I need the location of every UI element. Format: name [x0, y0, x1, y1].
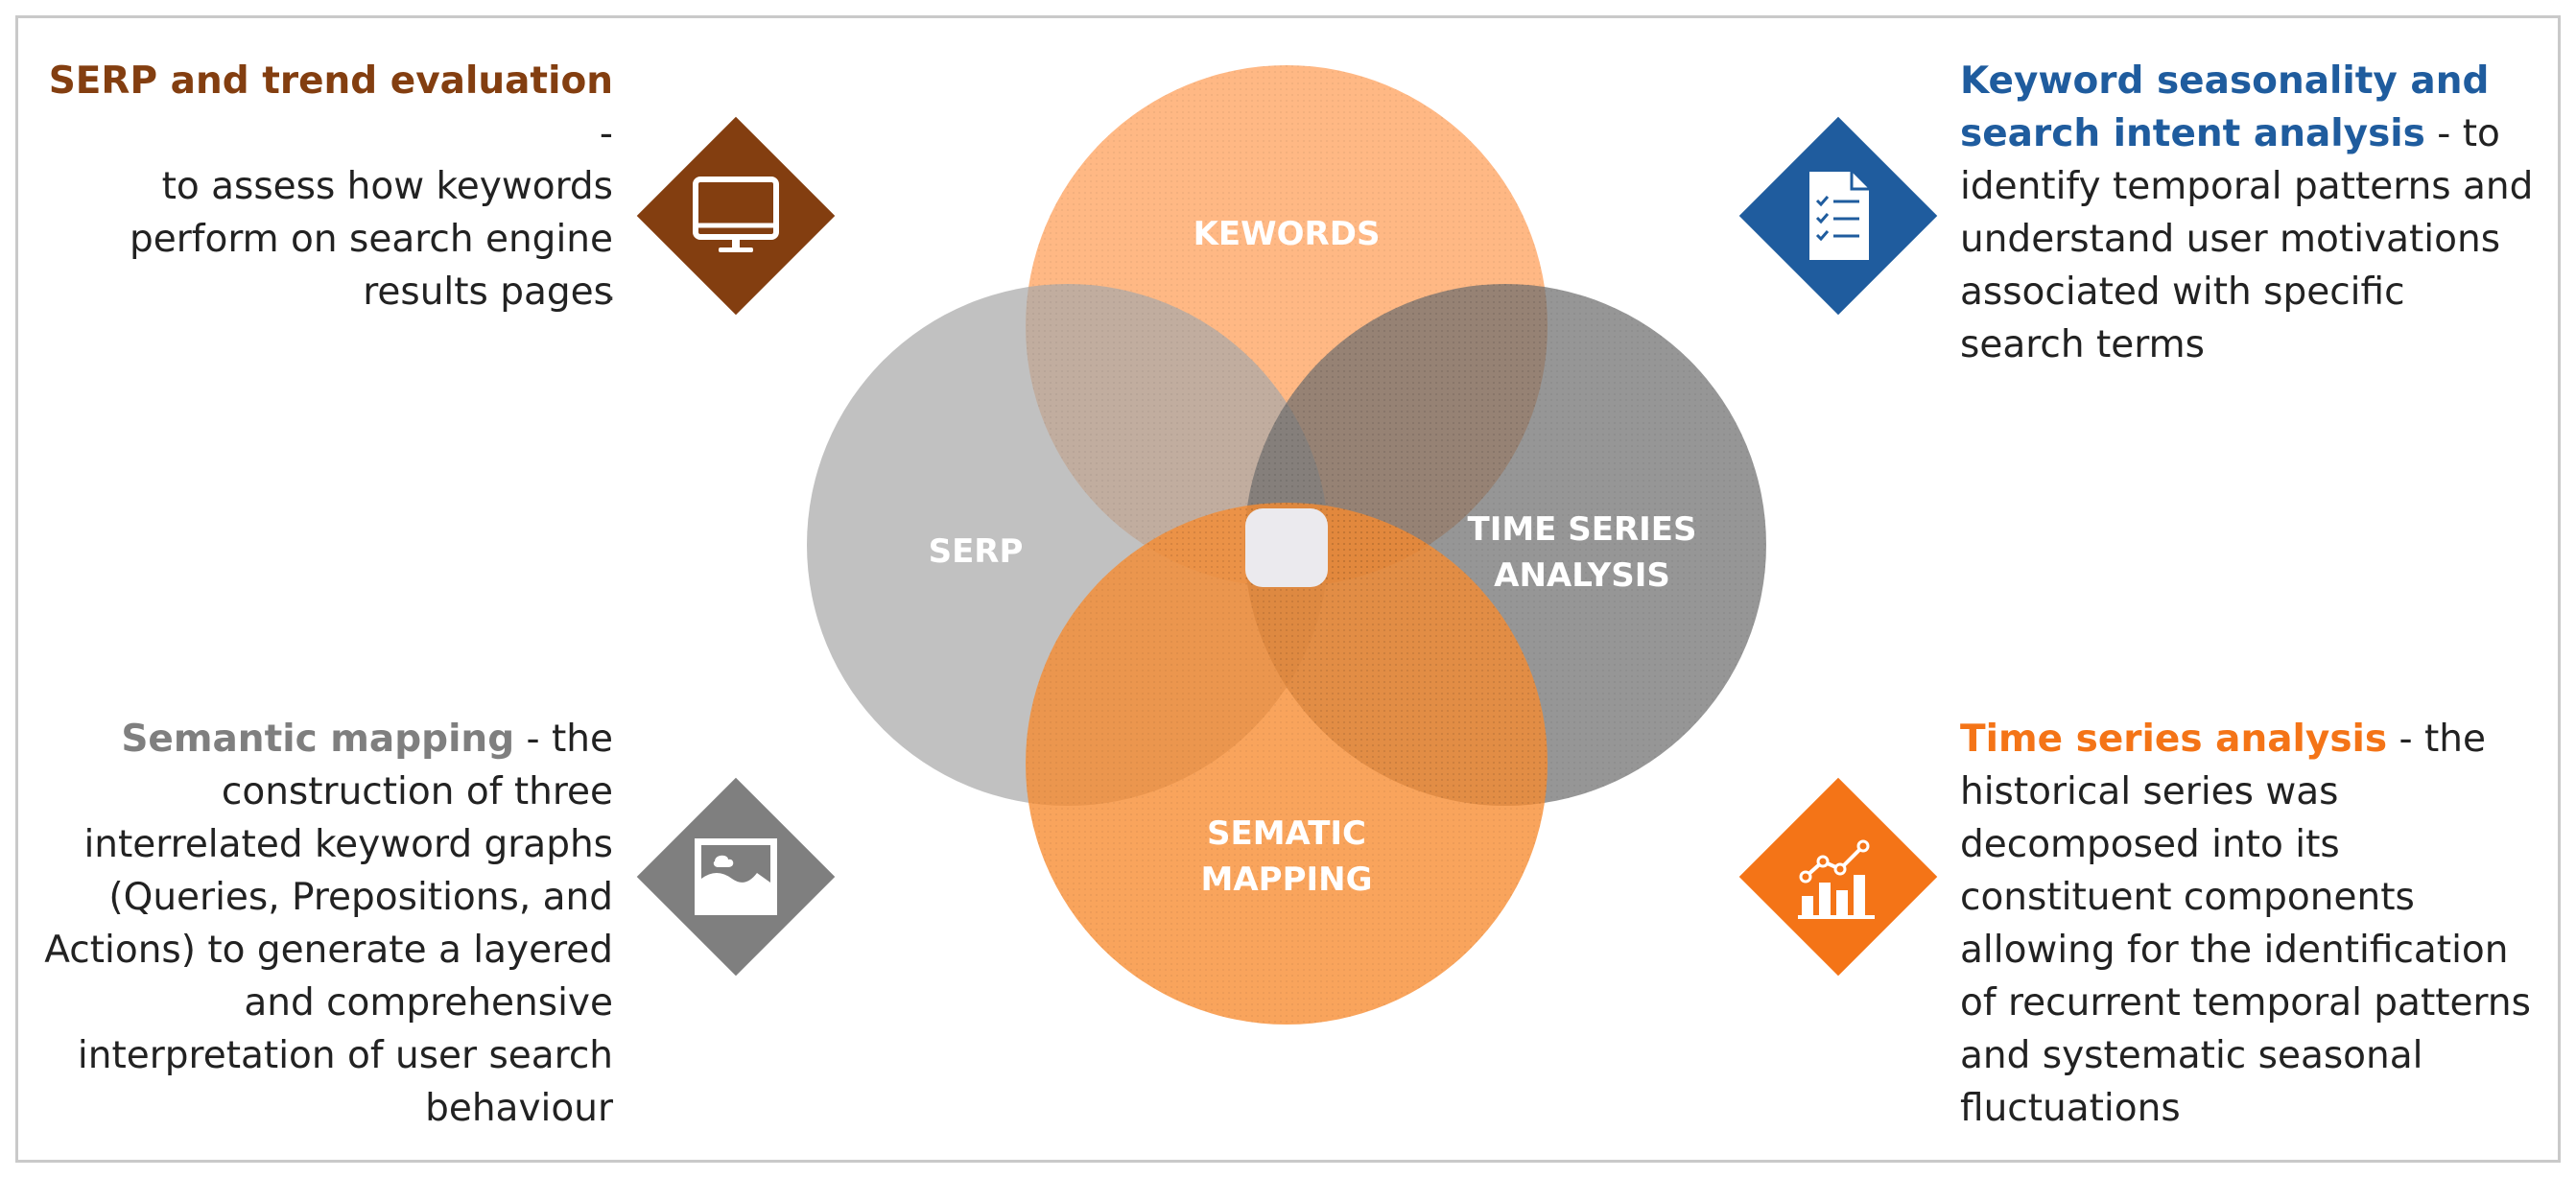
- keyword-line: search terms: [1960, 323, 2205, 366]
- semantic-heading: Semantic mapping: [121, 718, 515, 761]
- semantic-line: and comprehensive: [244, 981, 613, 1025]
- serp-line: to assess how keywords: [161, 165, 613, 208]
- image-icon: [695, 838, 777, 915]
- keyword-line: identify temporal patterns and: [1960, 165, 2534, 208]
- keyword-line: associated with specific: [1960, 271, 2405, 314]
- timeseries-line: of recurrent temporal patterns: [1960, 981, 2531, 1025]
- timeseries-line: constituent components: [1960, 876, 2415, 919]
- semantic-line: interpretation of user search: [77, 1034, 613, 1077]
- venn-label-keywords: KEWORDS: [1193, 215, 1381, 253]
- venn-label-semantic-1: SEMATIC: [1207, 814, 1366, 853]
- keyword-heading-2: search intent analysis: [1960, 112, 2425, 155]
- serp-line: perform on search engine: [129, 218, 613, 261]
- serp-dot: .: [606, 274, 616, 308]
- serp-dash: -: [599, 112, 613, 155]
- timeseries-line: and systematic seasonal: [1960, 1034, 2423, 1077]
- semantic-line: behaviour: [425, 1087, 613, 1130]
- semantic-line: interrelated keyword graphs: [83, 823, 613, 866]
- keyword-dash: - to: [2424, 112, 2500, 155]
- venn-label-timeseries-1: TIME SERIES: [1468, 510, 1697, 549]
- document-checklist-icon: [1809, 172, 1869, 260]
- venn-label-semantic-2: MAPPING: [1201, 860, 1373, 899]
- diagram-frame: [15, 15, 2561, 1163]
- semantic-line: Actions) to generate a layered: [44, 929, 613, 972]
- timeseries-line: historical series was: [1960, 770, 2339, 813]
- semantic-line: construction of three: [221, 770, 613, 813]
- serp-line: results pages: [363, 271, 613, 314]
- venn-label-timeseries-2: ANALYSIS: [1494, 556, 1670, 595]
- timeseries-line: fluctuations: [1960, 1087, 2181, 1130]
- semantic-line: (Queries, Prepositions, and: [108, 876, 613, 919]
- keyword-description: Keyword seasonality and search intent an…: [1960, 55, 2536, 371]
- chart-trend-icon: [1798, 839, 1875, 919]
- timeseries-line: decomposed into its: [1960, 823, 2340, 866]
- semantic-description: Semantic mapping - the construction of t…: [18, 713, 613, 1135]
- center-intersection: [1245, 508, 1328, 587]
- timeseries-dash: - the: [2387, 718, 2487, 761]
- venn-label-serp: SERP: [929, 532, 1024, 571]
- semantic-dash: - the: [514, 718, 613, 761]
- keyword-heading-1: Keyword seasonality and: [1960, 59, 2490, 103]
- keyword-line: understand user motivations: [1960, 218, 2501, 261]
- timeseries-heading: Time series analysis: [1960, 718, 2388, 761]
- monitor-icon: [693, 177, 779, 252]
- timeseries-description: Time series analysis - the historical se…: [1960, 713, 2555, 1135]
- serp-heading: SERP and trend evaluation: [48, 59, 613, 103]
- timeseries-line: allowing for the identification: [1960, 929, 2509, 972]
- serp-description: SERP and trend evaluation - to assess ho…: [37, 55, 613, 318]
